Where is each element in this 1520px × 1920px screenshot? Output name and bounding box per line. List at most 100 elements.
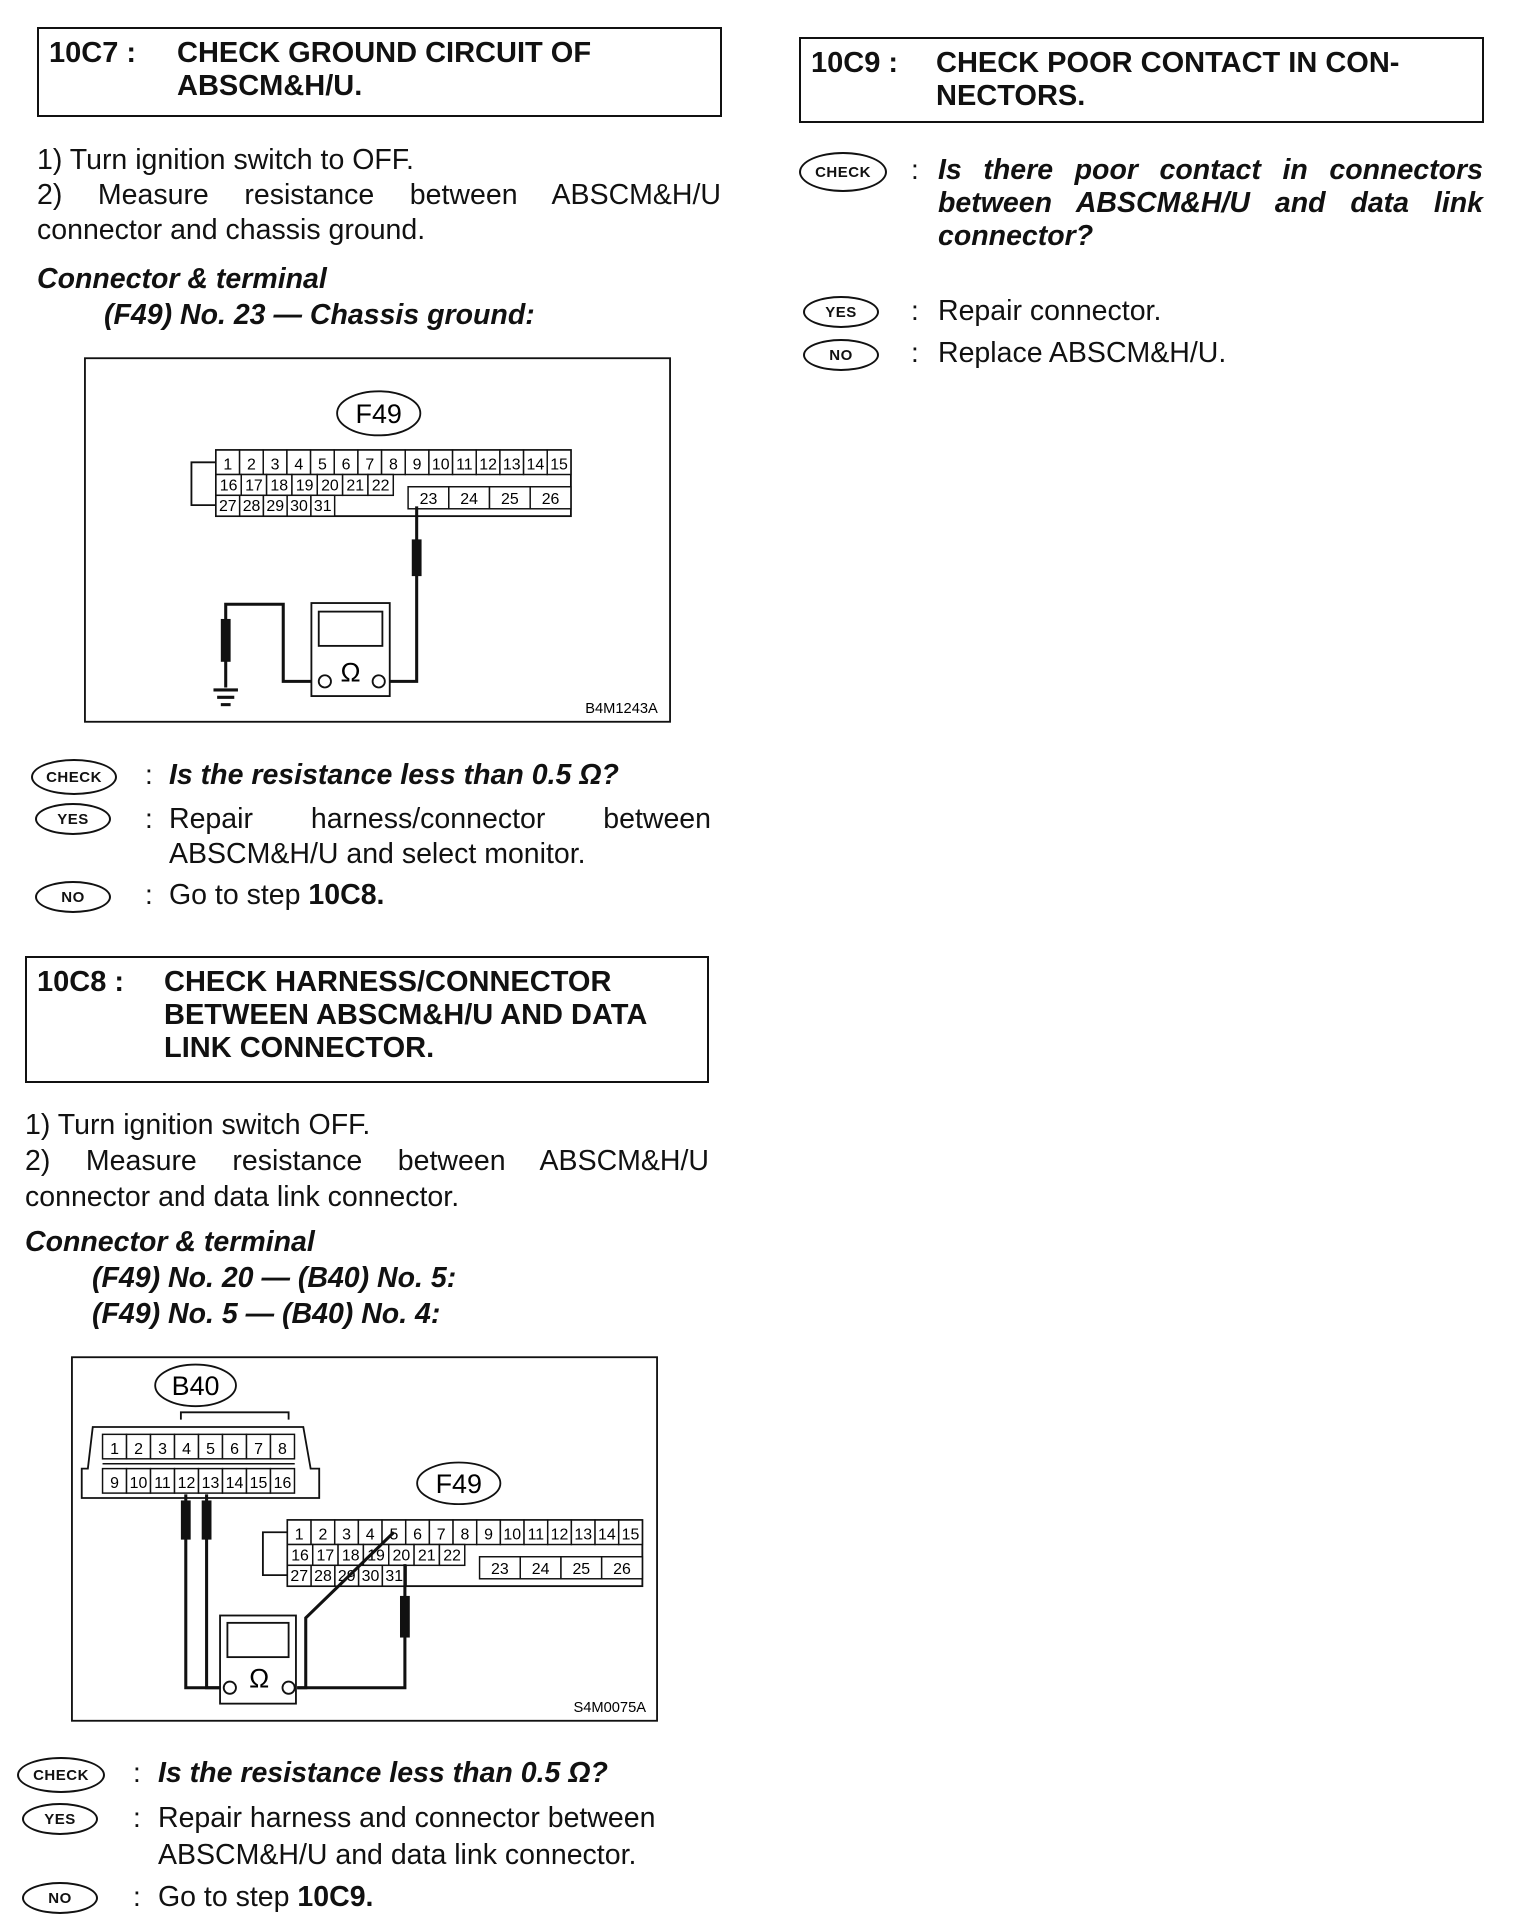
connector-heading: Connector & terminal: [37, 263, 327, 295]
pin-number: 6: [413, 1527, 422, 1544]
pin-number: 5: [318, 457, 327, 474]
pin-cell: [367, 473, 395, 497]
pin-number: 23: [420, 491, 438, 508]
connector-bracket: [261, 1531, 288, 1577]
instruction: 1) Turn ignition switch OFF.: [25, 1109, 371, 1141]
pin-cell: [617, 1519, 644, 1546]
pin-number: 19: [296, 477, 314, 494]
check-question: Is there poor contact in connectors: [938, 154, 1483, 186]
step-title: CHECK GROUND CIRCUIT OF ABSCM&H/U.: [177, 37, 591, 103]
connector-terminal: (F49) No. 5 — (B40) No. 4:: [92, 1298, 441, 1330]
colon: :: [133, 1802, 141, 1833]
no-action-text: Go to step: [169, 879, 309, 911]
ohm-symbol: Ω: [249, 1664, 269, 1694]
ohmmeter-icon: Ω: [219, 1614, 297, 1705]
pin-number: 12: [178, 1475, 196, 1492]
yes-action: Repair harness/connector between: [169, 803, 711, 835]
pin-number: 14: [226, 1475, 244, 1492]
yes-action: Repair connector.: [938, 295, 1162, 327]
no-badge: NO: [35, 881, 111, 913]
yes-badge: YES: [803, 296, 879, 328]
yes-badge: YES: [22, 1803, 98, 1835]
pin-number: 21: [346, 477, 364, 494]
no-action: Replace ABSCM&H/U.: [938, 337, 1227, 369]
title-line: CHECK HARNESS/CONNECTOR: [164, 966, 612, 998]
pin-number: 8: [278, 1441, 287, 1458]
pin-number: 5: [206, 1441, 215, 1458]
check-question: between ABSCM&H/U and data link: [938, 187, 1483, 219]
pin-number: 29: [266, 498, 284, 515]
connector-label: B40: [172, 1371, 220, 1401]
pin-number: 28: [243, 498, 261, 515]
pin-number: 6: [342, 457, 351, 474]
step-id: 10C9 :: [811, 47, 899, 79]
pin-number: 2: [134, 1441, 143, 1458]
no-action: Go to step 10C8.: [169, 878, 384, 912]
check-question: Is the resistance less than 0.5 Ω?: [158, 1757, 608, 1789]
pin-number: 25: [572, 1561, 590, 1578]
no-badge: NO: [803, 339, 879, 371]
pin-number: 24: [532, 1561, 550, 1578]
yes-badge: YES: [35, 803, 111, 835]
connector-label: F49: [436, 1469, 482, 1499]
pin-cell: [529, 486, 572, 510]
pin-number: 17: [317, 1547, 335, 1564]
title-line: ABSCM&H/U.: [177, 70, 363, 102]
pin-number: 11: [154, 1475, 171, 1492]
figure-code: B4M1243A: [585, 701, 658, 717]
pin-number: 30: [362, 1568, 380, 1585]
step-id: 10C7 :: [49, 37, 137, 69]
colon: :: [145, 803, 153, 834]
pin-number: 1: [110, 1441, 119, 1458]
connector-label-oval: [416, 1461, 502, 1506]
pin-number: 19: [367, 1547, 385, 1564]
pin-cell: [546, 449, 572, 476]
step-title: CHECK HARNESS/CONNECTOR BETWEEN ABSCM&H/…: [164, 966, 647, 1065]
pin-number: 13: [574, 1527, 592, 1544]
pin-number: 30: [290, 498, 308, 515]
pin-cell: [310, 494, 336, 517]
next-step-link[interactable]: 10C8.: [308, 879, 385, 911]
connector-bracket: [190, 461, 216, 507]
instruction: 1) Turn ignition switch to OFF.: [37, 144, 414, 176]
pin-number: 15: [622, 1527, 640, 1544]
pin-number: 2: [318, 1527, 327, 1544]
yes-action: ABSCM&H/U and data link connector.: [158, 1839, 637, 1871]
pin-number: 10: [432, 457, 450, 474]
pin-number: 10: [503, 1527, 521, 1544]
probe-icon: [180, 1500, 191, 1540]
pin-number: 1: [223, 457, 232, 474]
connector-terminal: (F49) No. 23 — Chassis ground:: [104, 299, 535, 331]
pin-number: 18: [270, 477, 288, 494]
next-step-link[interactable]: 10C9.: [297, 1881, 374, 1913]
pin-number: 16: [291, 1547, 309, 1564]
pin-number: 16: [220, 477, 238, 494]
colon: :: [911, 337, 919, 368]
pin-cell: [438, 1543, 466, 1567]
pin-number: 13: [503, 457, 521, 474]
ground-icon: [213, 688, 238, 707]
pin-number: 9: [484, 1527, 493, 1544]
pin-number: 14: [527, 457, 545, 474]
pin-number: 2: [247, 457, 256, 474]
title-line: LINK CONNECTOR.: [164, 1032, 435, 1064]
pin-number: 4: [182, 1441, 191, 1458]
pin-number: 21: [418, 1547, 436, 1564]
step-10c7-header: 10C7 : CHECK GROUND CIRCUIT OF ABSCM&H/U…: [37, 27, 722, 117]
pin-number: 23: [491, 1561, 509, 1578]
instruction: connector and chassis ground.: [37, 214, 426, 246]
connector-terminal: (F49) No. 20 — (B40) No. 5:: [92, 1262, 457, 1294]
pin-number: 22: [443, 1547, 461, 1564]
check-question: connector?: [938, 220, 1094, 252]
pin-number: 12: [551, 1527, 569, 1544]
pin-number: 31: [385, 1568, 403, 1585]
pin-number: 26: [613, 1561, 631, 1578]
check-question: Is the resistance less than 0.5 Ω?: [169, 759, 619, 791]
step-title: CHECK POOR CONTACT IN CON- NECTORS.: [936, 47, 1399, 113]
yes-action: Repair harness and connector between: [158, 1802, 656, 1834]
